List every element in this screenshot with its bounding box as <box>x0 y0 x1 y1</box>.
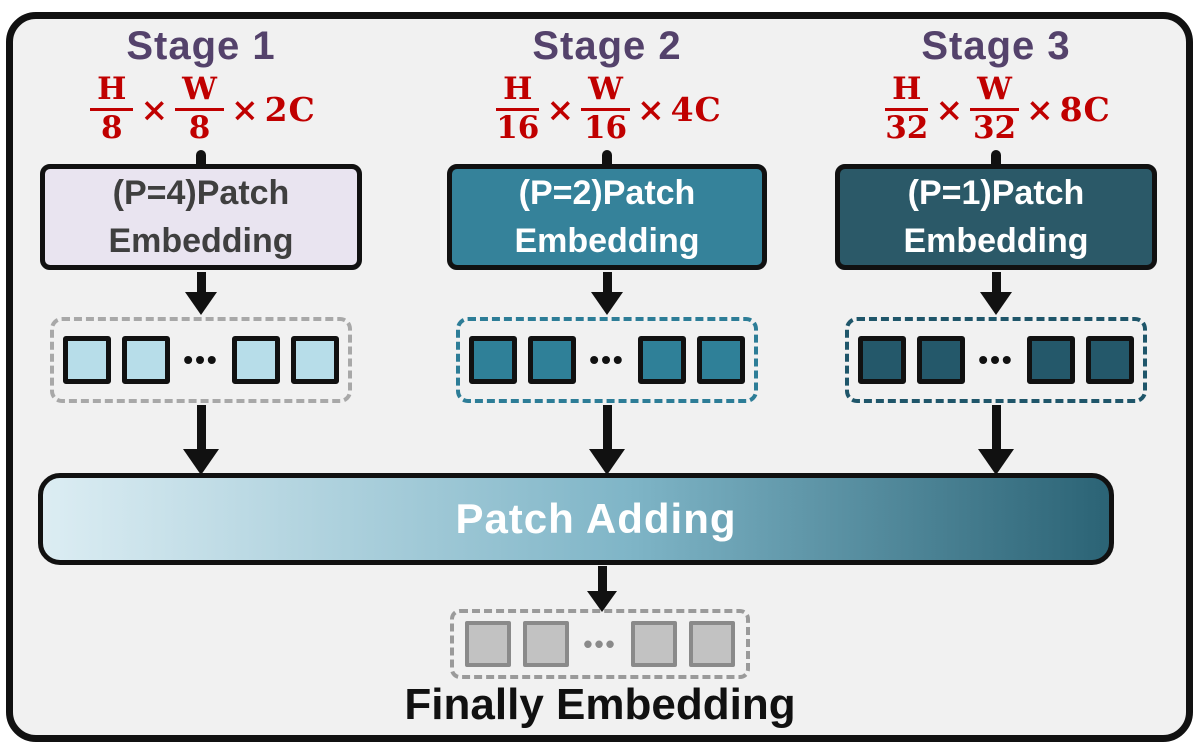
arrow-stem <box>196 405 206 449</box>
arrow-head <box>183 449 219 475</box>
patch-square <box>1026 336 1075 384</box>
fraction-h: H 16 <box>496 73 540 146</box>
arrow-head <box>978 449 1014 475</box>
fraction-h: H 32 <box>885 73 929 146</box>
stage-column-2: Stage 2 H 16 × W 16 × 4C (P=2)Patch Embe… <box>447 24 767 475</box>
patch-square <box>469 336 518 384</box>
arrow-stem <box>602 272 612 292</box>
times-sign: × <box>1025 89 1054 129</box>
fraction-numerator: H <box>496 73 540 111</box>
patch-token-row: ••• <box>845 317 1147 403</box>
down-arrow <box>183 405 219 475</box>
patch-square <box>528 336 577 384</box>
ellipsis-dots: ••• <box>978 344 1014 375</box>
times-sign: × <box>230 89 259 129</box>
patch-square <box>696 336 745 384</box>
patch-square <box>637 336 686 384</box>
embedding-label: (P=1)Patch Embedding <box>903 174 1089 260</box>
final-square <box>523 621 570 667</box>
stage-column-1: Stage 1 H 8 × W 8 × 2C (P=4)Patch Embedd… <box>40 24 362 475</box>
arrow-head <box>587 591 617 612</box>
embedding-label: (P=4)Patch Embedding <box>108 174 294 260</box>
fraction-denominator: 16 <box>496 110 540 146</box>
times-sign: × <box>935 89 964 129</box>
dimension-formula: H 8 × W 8 × 2C <box>86 70 316 148</box>
times-sign: × <box>636 89 665 129</box>
fraction-numerator: W <box>175 73 224 111</box>
down-arrow <box>980 272 1012 315</box>
connector-pin <box>602 150 612 168</box>
patch-square <box>122 336 171 384</box>
fraction-denominator: 32 <box>972 110 1017 146</box>
channels-label: 2C <box>264 89 316 129</box>
patch-token-row: ••• <box>50 317 352 403</box>
final-square <box>688 621 735 667</box>
fraction-w: W 16 <box>581 73 630 145</box>
stage-title: Stage 1 <box>126 24 276 68</box>
arrow-stem <box>991 272 1001 292</box>
times-sign: × <box>546 89 575 129</box>
fraction-numerator: W <box>970 73 1019 111</box>
down-arrow <box>589 405 625 475</box>
patch-square <box>290 336 339 384</box>
down-arrow <box>584 566 620 612</box>
final-embedding-label: Finally Embedding <box>404 680 796 729</box>
patch-square <box>917 336 966 384</box>
stage-title: Stage 2 <box>532 24 682 68</box>
ellipsis-dots: ••• <box>183 344 219 375</box>
patch-embedding-box: (P=2)Patch Embedding <box>447 164 767 270</box>
patch-token-row: ••• <box>456 317 758 403</box>
arrow-stem <box>602 405 612 449</box>
down-arrow <box>185 272 217 315</box>
arrow-head <box>591 292 623 315</box>
stage-title: Stage 3 <box>921 24 1071 68</box>
dimension-formula: H 32 × W 32 × 8C <box>881 70 1111 148</box>
fraction-numerator: H <box>90 73 134 111</box>
patch-adding-bar: Patch Adding <box>38 473 1114 565</box>
arrow-head <box>185 292 217 315</box>
fraction-w: W 8 <box>175 73 224 145</box>
patch-square <box>1085 336 1134 384</box>
stage-column-3: Stage 3 H 32 × W 32 × 8C (P=1)Patch Embe… <box>835 24 1157 475</box>
final-square <box>465 621 512 667</box>
arrow-stem <box>196 272 206 292</box>
down-arrow <box>591 272 623 315</box>
ellipsis-dots: ••• <box>583 629 617 659</box>
connector-pin <box>196 150 206 168</box>
fraction-h: H 8 <box>90 73 134 146</box>
fraction-denominator: 32 <box>885 110 929 146</box>
fraction-numerator: W <box>581 73 630 111</box>
channels-label: 4C <box>670 89 722 129</box>
patch-square <box>858 336 907 384</box>
times-sign: × <box>140 89 169 129</box>
diagram-frame <box>6 12 1193 742</box>
embedding-label: (P=2)Patch Embedding <box>514 174 700 260</box>
connector-pin <box>991 150 1001 168</box>
arrow-stem <box>991 405 1001 449</box>
dimension-formula: H 16 × W 16 × 4C <box>492 70 722 148</box>
arrow-stem <box>597 566 607 591</box>
final-embedding-row: ••• <box>450 609 750 679</box>
final-square <box>630 621 677 667</box>
fraction-denominator: 8 <box>101 110 123 146</box>
patch-square <box>63 336 112 384</box>
fraction-denominator: 16 <box>583 110 628 146</box>
patch-square <box>231 336 280 384</box>
fraction-numerator: H <box>885 73 929 111</box>
fraction-w: W 32 <box>970 73 1019 145</box>
arrow-head <box>980 292 1012 315</box>
ellipsis-dots: ••• <box>589 344 625 375</box>
patch-embedding-box: (P=1)Patch Embedding <box>835 164 1157 270</box>
channels-label: 8C <box>1059 89 1111 129</box>
down-arrow <box>978 405 1014 475</box>
fraction-denominator: 8 <box>188 110 211 146</box>
patch-embedding-box: (P=4)Patch Embedding <box>40 164 362 270</box>
arrow-head <box>589 449 625 475</box>
patch-adding-label: Patch Adding <box>455 495 737 542</box>
